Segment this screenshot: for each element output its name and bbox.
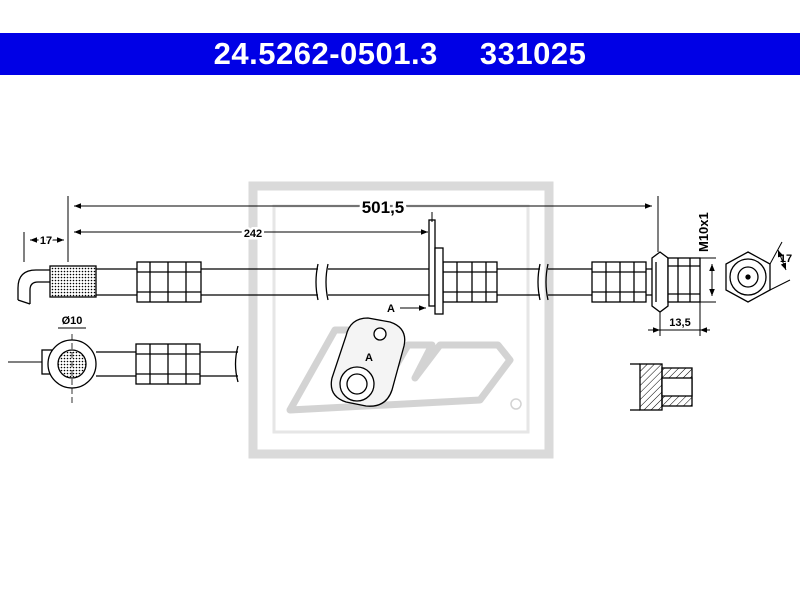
main-hose <box>17 263 652 305</box>
thread-label: M10x1 <box>696 212 711 252</box>
detail-marker-label: A <box>365 352 373 364</box>
ate-watermark <box>248 181 554 459</box>
part-number: 24.5262-0501.3 <box>213 36 438 71</box>
crimp-sleeve-2 <box>442 261 498 303</box>
fitting-section-view <box>630 363 693 411</box>
end-offset-label: 17 <box>40 235 52 247</box>
diameter-label: Ø10 <box>62 315 83 327</box>
crimp-sleeve-1 <box>136 261 202 303</box>
crimp-sleeve-4 <box>135 343 201 385</box>
hex-size-label: 17 <box>780 253 792 265</box>
hex-fitting <box>651 251 701 313</box>
banjo-top-view <box>8 334 239 404</box>
section-marker-label: A <box>387 303 395 315</box>
reference-number: 331025 <box>479 36 587 71</box>
mounting-bracket <box>428 219 444 315</box>
dimension-lines <box>23 196 716 336</box>
partial-length-label: 242 <box>244 228 262 240</box>
crimp-sleeve-3 <box>591 261 647 303</box>
bracket-detail <box>330 317 406 407</box>
hex-end-view <box>725 241 791 303</box>
fitting-length-label: 13,5 <box>669 317 690 329</box>
total-length-label: 501,5 <box>362 198 405 217</box>
title-bar: 24.5262-0501.3 331025 <box>0 33 800 75</box>
section-marker: A <box>387 303 426 315</box>
